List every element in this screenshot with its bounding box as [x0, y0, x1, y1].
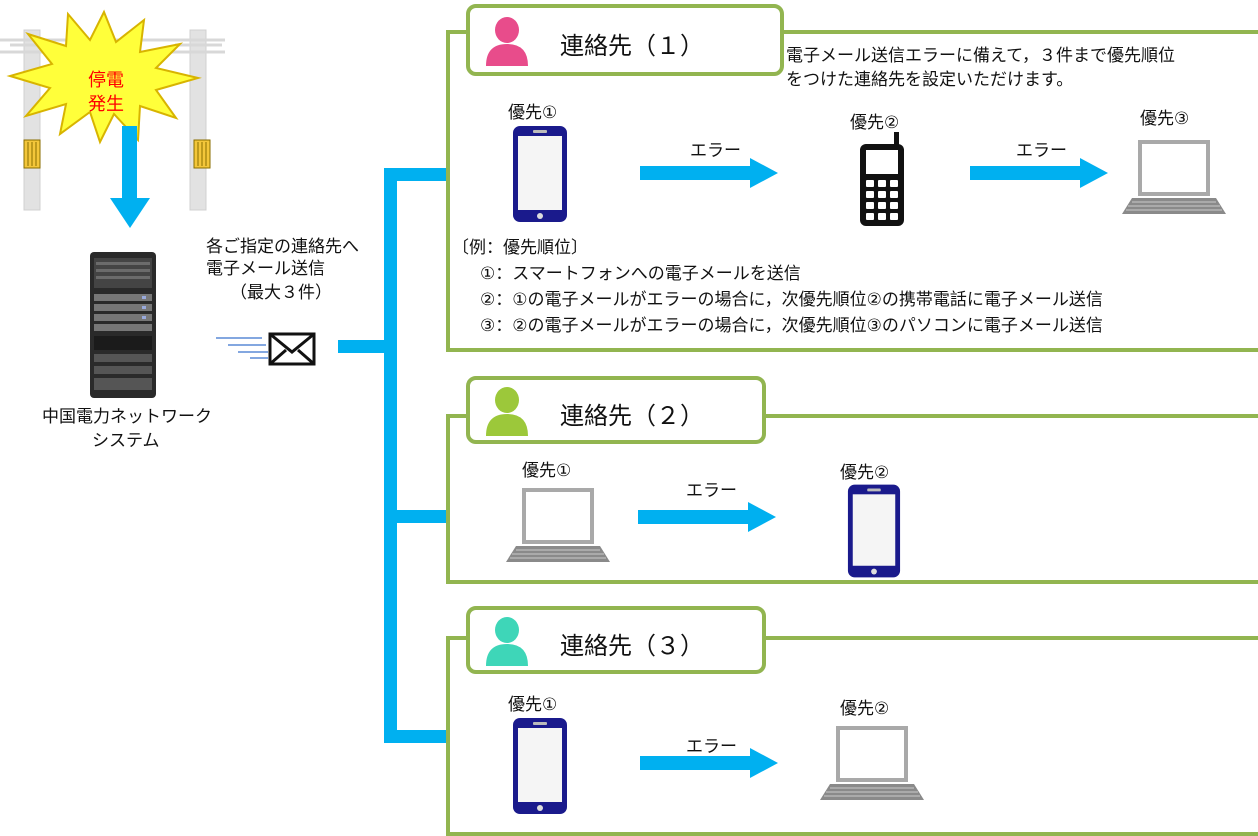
contact1-note-line2: をつけた連絡先を設定いただけます。 [786, 70, 1074, 90]
laptop-icon [506, 488, 610, 562]
utility-pole-icon [0, 29, 225, 211]
contact1-example-1: ①：スマートフォンへの電子メールを送信 [480, 264, 801, 284]
arrow-icon [640, 748, 778, 778]
envelope-icon [216, 332, 316, 366]
feature-phone-icon [860, 132, 904, 226]
contact2-prio1-label: 優先① [522, 461, 572, 481]
contact1-error2-label: エラー [1016, 141, 1067, 161]
contact1-example-2: ②：①の電子メールがエラーの場合に，次優先順位②の携帯電話に電子メール送信 [480, 290, 1103, 310]
send-label-line2: 電子メール送信 [206, 259, 325, 279]
distribution-arrows [338, 160, 500, 750]
down-arrow-icon [110, 126, 150, 228]
send-label-line1: 各ご指定の連絡先へ [206, 237, 359, 257]
smartphone-icon [513, 718, 567, 814]
outage-label-line1: 停電 [88, 70, 124, 91]
laptop-icon [820, 726, 924, 800]
contact3-title: 連絡先（３） [560, 632, 704, 660]
contact1-title: 連絡先（１） [560, 32, 704, 60]
contact2-error1-label: エラー [686, 481, 737, 501]
contact2-title: 連絡先（２） [560, 402, 704, 430]
send-label-line3: （最大３件） [230, 283, 332, 303]
contact3-error1-label: エラー [686, 737, 737, 757]
contact1-example-title: 〔例：優先順位〕 [452, 238, 588, 258]
contact1-prio3-label: 優先③ [1140, 109, 1190, 129]
arrow-icon [970, 158, 1108, 188]
contact3-prio2-label: 優先② [840, 699, 890, 719]
contact1-error1-label: エラー [690, 141, 741, 161]
burst-icon [6, 9, 202, 145]
arrow-icon [640, 158, 778, 188]
person-icon [486, 387, 528, 436]
contact3-prio1-label: 優先① [508, 695, 558, 715]
server-icon [90, 252, 156, 398]
laptop-icon [1122, 140, 1226, 214]
person-icon [486, 17, 528, 66]
system-label-line2: システム [92, 431, 160, 451]
contact1-example-3: ③：②の電子メールがエラーの場合に，次優先順位③のパソコンに電子メール送信 [480, 316, 1103, 336]
contact2-prio2-label: 優先② [840, 463, 890, 483]
contact1-prio2-label: 優先② [850, 113, 900, 133]
smartphone-icon [847, 484, 901, 578]
smartphone-icon [513, 126, 567, 222]
outage-label-line2: 発生 [88, 94, 124, 115]
contact1-prio1-label: 優先① [508, 103, 558, 123]
contact1-note-line1: 電子メール送信エラーに備えて，３件まで優先順位 [786, 46, 1175, 66]
person-icon [486, 617, 528, 666]
arrow-icon [638, 502, 776, 532]
system-label-line1: 中国電力ネットワーク [42, 407, 212, 427]
contact1-panel [446, 30, 1258, 352]
